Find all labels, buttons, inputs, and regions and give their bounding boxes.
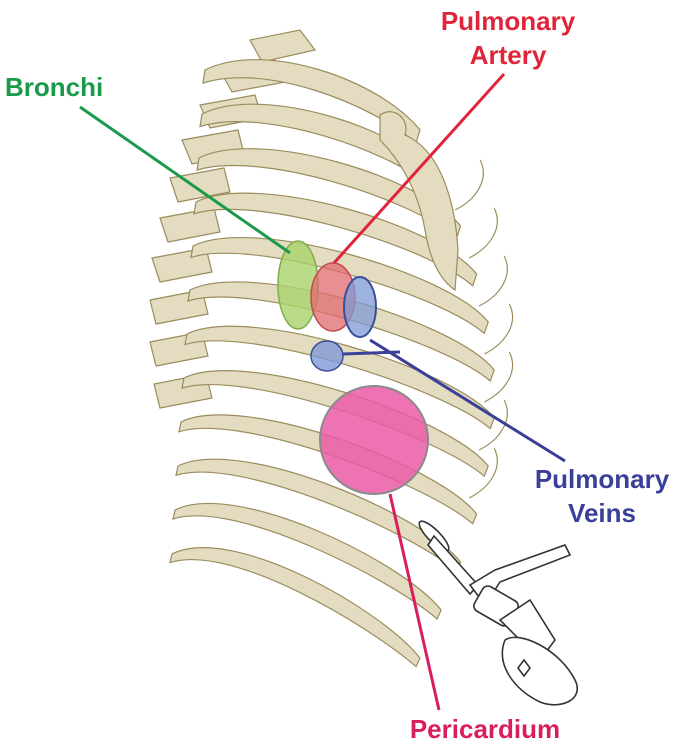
costal-cartilage [468,207,498,259]
labels: Bronchi Pulmonary Artery Pulmonary Veins… [5,6,670,744]
pulmonary-vein-upper-marker [343,276,377,338]
anatomy-markers [277,240,429,495]
pulmonary-veins-label-line2: Veins [568,498,636,528]
pericardium-leader-line [388,493,441,711]
pulmonary-artery-label-line2: Artery [470,40,547,70]
pericardium-marker [319,385,429,495]
costal-cartilage [468,447,498,499]
rib [193,192,478,287]
veins-leader-line-lower [342,350,401,356]
bronchi-leader-line [79,105,291,255]
rib [196,148,462,240]
surgical-probe-icon [418,520,578,706]
pulmonary-artery-label-line1: Pulmonary [441,6,576,36]
rib [181,370,489,478]
costal-cartilage [478,399,508,451]
sternum [379,111,459,292]
spine [149,29,317,409]
bronchi-label: Bronchi [5,72,103,102]
pulmonary-vein-lower-marker [310,340,344,372]
rib [169,547,421,668]
costal-cartilage [454,159,484,211]
pulmonary-veins-label-line1: Pulmonary [535,464,670,494]
costal-cartilage [478,255,508,307]
pericardium-label: Pericardium [410,714,560,744]
rib [172,502,442,620]
veins-leader-line-upper [369,338,566,463]
leader-lines [79,72,566,711]
costal-cartilage [484,351,514,403]
costal-cartilage [484,303,514,355]
artery-leader-line [332,72,506,265]
